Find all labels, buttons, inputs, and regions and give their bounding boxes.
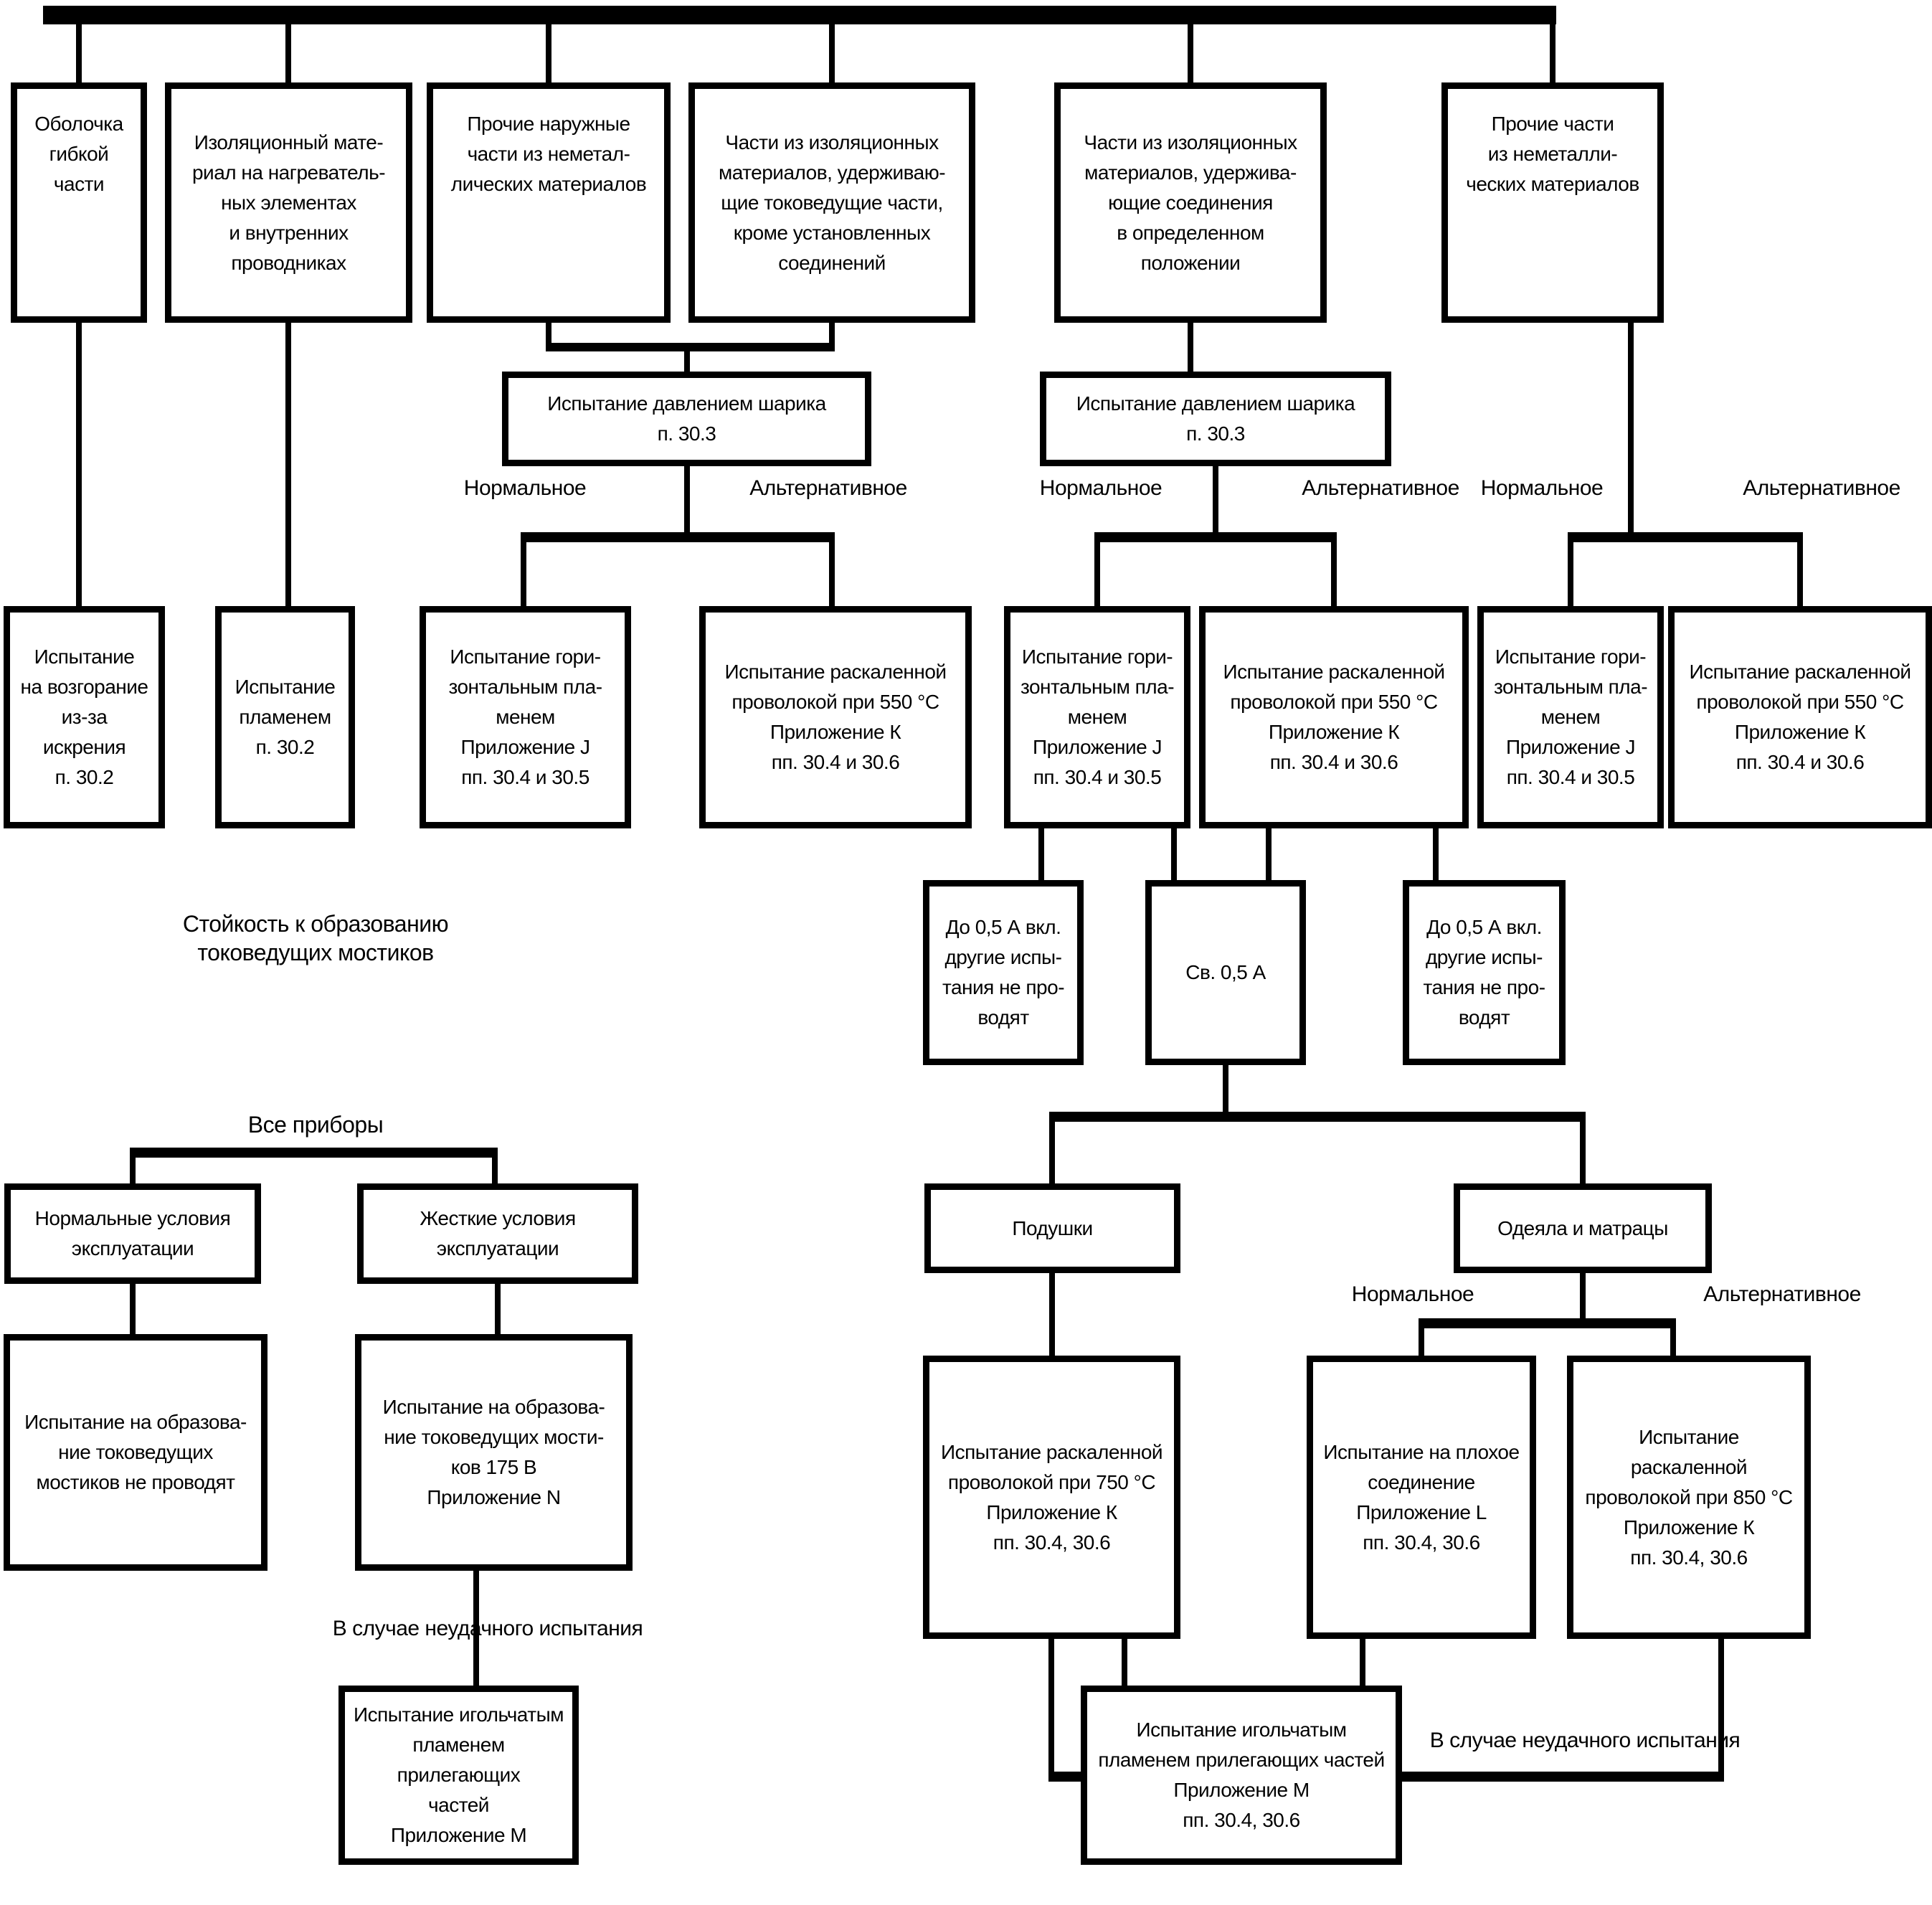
node-horizontal-flame-test-1: Испытание гори- зонтальным пла- менем Пр…	[420, 606, 631, 828]
connector-branch-bar	[1568, 532, 1803, 542]
node-glow-wire-550-test-3: Испытание раскаленной проволокой при 550…	[1668, 606, 1932, 828]
node-needle-flame-left: Испытание игольчатым пламенем прилегающи…	[338, 1686, 579, 1865]
connector	[1188, 323, 1193, 372]
node-ball-pressure-1: Испытание давлением шарика п. 30.3	[502, 372, 871, 466]
node-normal-conditions: Нормальные условия эксплуатации	[4, 1183, 261, 1284]
connector	[130, 1158, 136, 1183]
node-other-outer-parts: Прочие наружные части из неметал- лическ…	[427, 82, 671, 323]
label-all-devices: Все приборы	[247, 1112, 384, 1138]
node-up-to-05A-left: До 0,5 А вкл. другие испы- тания не про-…	[923, 880, 1084, 1065]
connector	[492, 1158, 498, 1183]
connector	[1048, 1772, 1086, 1782]
label-normal-1: Нормальное	[463, 476, 587, 500]
connector	[495, 1284, 501, 1334]
connector	[1188, 24, 1193, 82]
node-flame-test: Испытание пламенем п. 30.2	[215, 606, 355, 828]
connector	[1331, 542, 1337, 606]
connector	[1048, 1639, 1054, 1782]
connector-branch-bar	[1419, 1318, 1676, 1328]
connector	[1049, 1273, 1055, 1356]
connector	[130, 1284, 136, 1334]
label-normal-2: Нормальное	[1039, 476, 1162, 500]
connector	[1049, 1122, 1055, 1183]
node-shell: Оболочка гибкой части	[11, 82, 147, 323]
connector-branch-bar	[130, 1148, 498, 1158]
connector	[1568, 542, 1573, 606]
connector	[684, 351, 690, 372]
node-horizontal-flame-test-3: Испытание гори- зонтальным пла- менем Пр…	[1477, 606, 1664, 828]
node-parts-holding-joints: Части из изоляционных материалов, удержи…	[1054, 82, 1327, 323]
node-bad-connection-test: Испытание на плохое соединение Приложени…	[1307, 1356, 1536, 1639]
connector	[829, 542, 835, 606]
connector	[285, 24, 291, 82]
connector	[1718, 1639, 1724, 1782]
connector	[1433, 828, 1439, 880]
connector-trunk	[43, 6, 1556, 24]
label-fail-left: В случае неудачного испытания	[332, 1617, 643, 1640]
label-fail-right: В случае неудачного испытания	[1429, 1729, 1741, 1752]
node-tracking-175v-test: Испытание на образова- ние токоведущих м…	[355, 1334, 633, 1571]
node-glow-wire-750-test: Испытание раскаленной проволокой при 750…	[923, 1356, 1180, 1639]
node-other-parts: Прочие части из неметалли- ческих матери…	[1441, 82, 1664, 323]
node-horizontal-flame-test-2: Испытание гори- зонтальным пла- менем Пр…	[1004, 606, 1190, 828]
node-glow-wire-550-test-2: Испытание раскаленной проволокой при 550…	[1199, 606, 1469, 828]
connector	[1122, 1639, 1127, 1686]
connector	[1550, 24, 1555, 82]
label-alternative-4: Альтернативное	[1703, 1282, 1861, 1306]
connector	[546, 24, 551, 82]
node-harsh-conditions: Жесткие условия эксплуатации	[357, 1183, 638, 1284]
label-normal-4: Нормальное	[1351, 1282, 1474, 1306]
connector	[76, 24, 82, 82]
connector	[1038, 828, 1044, 880]
connector	[1670, 1328, 1676, 1356]
node-blankets-mattresses: Одеяла и матрацы	[1454, 1183, 1712, 1273]
connector	[1419, 1328, 1424, 1356]
node-glow-wire-850-test: Испытание раскаленной проволокой при 850…	[1567, 1356, 1811, 1639]
connector-branch-bar	[1049, 1112, 1586, 1122]
connector	[285, 323, 291, 606]
connector	[684, 466, 690, 532]
connector	[473, 1571, 479, 1686]
node-no-tracking-test: Испытание на образова- ние токоведущих м…	[4, 1334, 267, 1571]
connector-merge-bar	[546, 343, 835, 351]
node-insulation-heating: Изоляционный мате- риал на нагреватель- …	[165, 82, 412, 323]
connector	[1223, 1065, 1228, 1112]
connector	[1360, 1639, 1365, 1686]
label-alternative-2: Альтернативное	[1302, 476, 1459, 500]
connector	[1266, 828, 1272, 880]
connector	[1094, 542, 1100, 606]
node-cushions: Подушки	[924, 1183, 1180, 1273]
node-up-to-05A-right: До 0,5 А вкл. другие испы- тания не про-…	[1403, 880, 1566, 1065]
connector	[829, 24, 835, 82]
node-over-05A: Св. 0,5 А	[1145, 880, 1306, 1065]
connector	[1628, 323, 1634, 532]
connector	[1171, 828, 1177, 880]
label-normal-3: Нормальное	[1480, 476, 1604, 500]
connector	[1213, 466, 1218, 532]
node-needle-flame-right: Испытание игольчатым пламенем прилегающи…	[1081, 1686, 1402, 1865]
connector	[1580, 1122, 1586, 1183]
connector	[1797, 542, 1803, 606]
connector	[1580, 1273, 1586, 1318]
label-tracking-title: Стойкость к образованию токоведущих мост…	[182, 911, 449, 965]
label-alternative-3: Альтернативное	[1743, 476, 1900, 500]
connector	[521, 542, 526, 606]
label-alternative-1: Альтернативное	[749, 476, 907, 500]
node-parts-holding-live: Части из изоляционных материалов, удержи…	[688, 82, 975, 323]
connector	[546, 323, 551, 343]
node-ball-pressure-2: Испытание давлением шарика п. 30.3	[1040, 372, 1391, 466]
connector-branch-bar	[1094, 532, 1337, 542]
connector	[1402, 1772, 1724, 1782]
node-ignition-sparking-test: Испытание на возгорание из-за искрения п…	[4, 606, 165, 828]
connector-branch-bar	[521, 532, 835, 542]
node-glow-wire-550-test-1: Испытание раскаленной проволокой при 550…	[699, 606, 972, 828]
connector	[76, 323, 82, 606]
connector	[829, 323, 835, 343]
